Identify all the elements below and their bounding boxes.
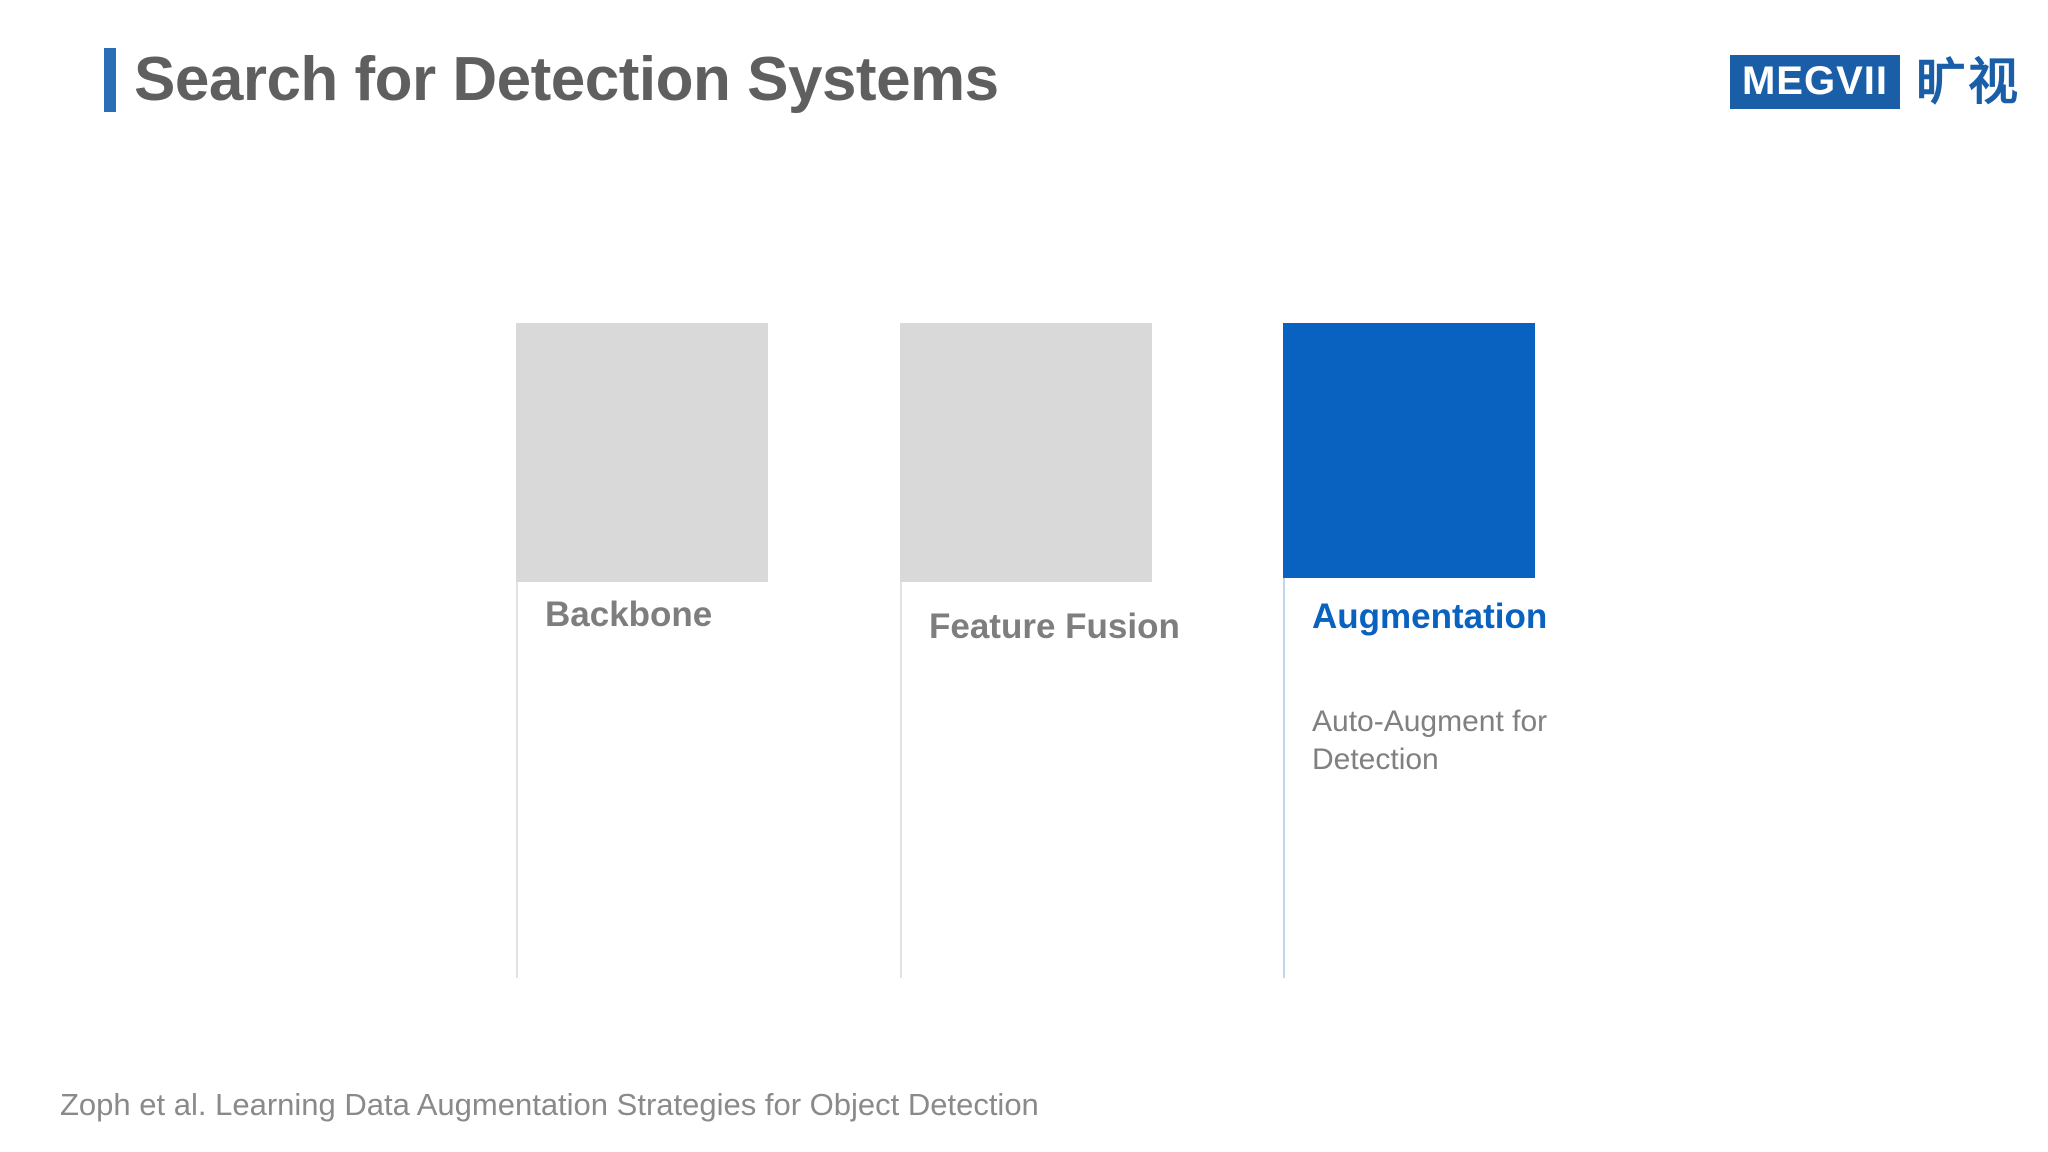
column-label-augmentation: Augmentation [1312, 597, 1548, 636]
column-divider [900, 582, 902, 978]
footer-citation: Zoph et al. Learning Data Augmentation S… [60, 1087, 1039, 1122]
megvii-wordmark-icon: MEGVII [1729, 55, 1900, 109]
column-label-feature-fusion: Feature Fusion [929, 607, 1180, 646]
megvii-chinese-name: 旷视 [1916, 54, 2020, 110]
column-note-augmentation: Auto-Augment for Detection [1312, 705, 1548, 776]
column-augmentation[interactable]: Augmentation Auto-Augment for Detection [1283, 323, 1547, 978]
brand-logo: MEGVII 旷视 [1729, 52, 2020, 112]
slide-title-row: Search for Detection Systems [104, 40, 999, 120]
column-backbone[interactable]: Backbone [516, 323, 768, 978]
column-swatch [516, 323, 768, 582]
column-swatch-highlighted [1283, 323, 1535, 578]
column-divider [1283, 578, 1285, 978]
column-label-backbone: Backbone [545, 595, 713, 634]
title-accent-bar-icon [104, 48, 116, 112]
page-title: Search for Detection Systems [134, 45, 999, 114]
column-swatch [900, 323, 1152, 582]
column-divider [516, 582, 518, 978]
column-feature-fusion[interactable]: Feature Fusion [900, 323, 1180, 978]
component-columns: Backbone Feature Fusion Augmentation Aut… [516, 323, 1556, 978]
